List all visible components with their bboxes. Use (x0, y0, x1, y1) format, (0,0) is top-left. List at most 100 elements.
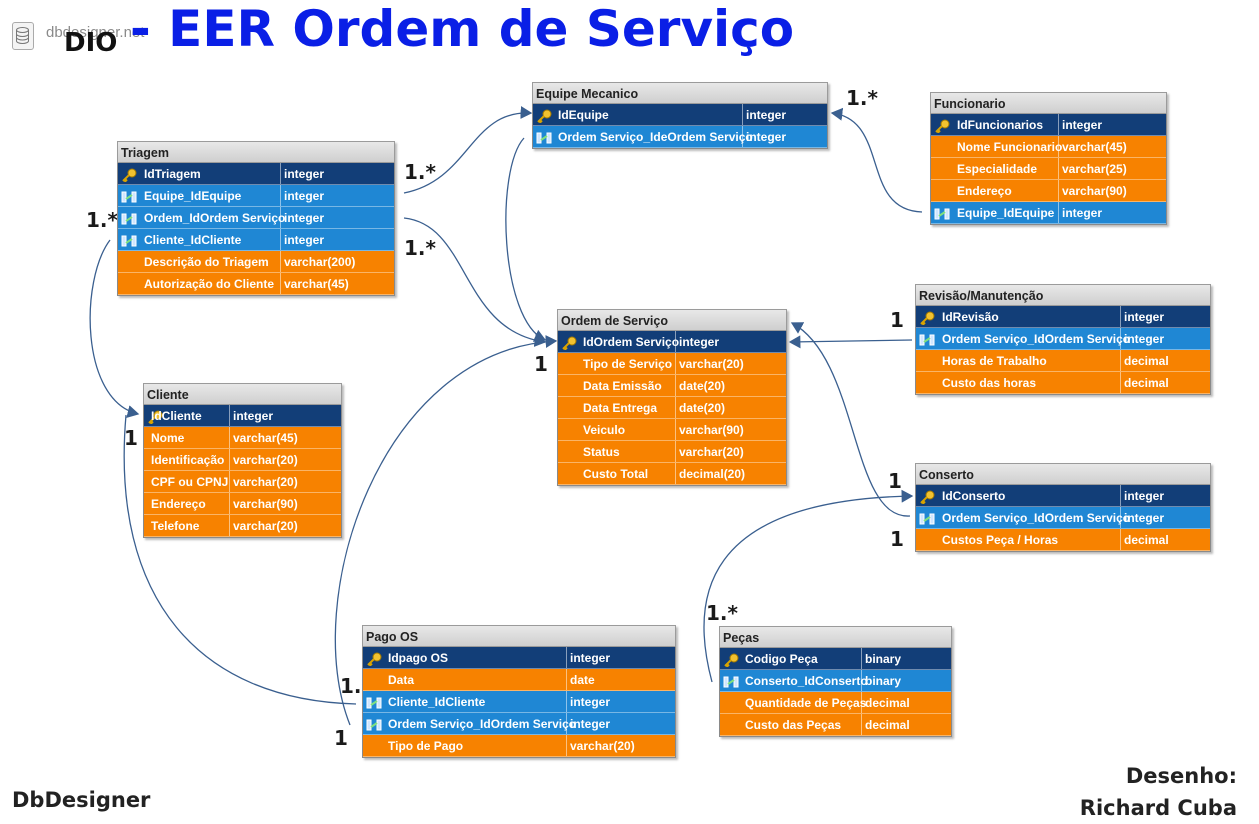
column-divider (280, 185, 281, 206)
column-name: Autorização do Cliente (144, 277, 275, 291)
foreign-key-icon (934, 206, 950, 220)
table-title: Cliente (143, 383, 342, 405)
column-name: Nome (151, 431, 185, 445)
column-type: integer (570, 695, 611, 709)
column-name: Data Entrega (583, 401, 658, 415)
column-name: Custo Total (583, 467, 649, 481)
column-divider (229, 515, 230, 536)
column-name: Custo das Peças (745, 718, 842, 732)
column-name: Especialidade (957, 162, 1038, 176)
column-divider (1120, 350, 1121, 371)
column-name: Nome Funcionario (957, 140, 1063, 154)
column-type: decimal (1124, 354, 1169, 368)
column-divider (1058, 202, 1059, 223)
column-type: date(20) (679, 379, 726, 393)
column-name: Tipo de Serviço (583, 357, 673, 371)
column-name: Ordem Serviço_IdOrdem Serviço (942, 332, 1131, 346)
attribute-row[interactable]: Custos Peça / Horas decimal (916, 529, 1210, 551)
column-name: Tipo de Pago (388, 739, 464, 753)
column-name: Custos Peça / Horas (942, 533, 1059, 547)
key-icon (919, 310, 935, 326)
foreign-key-row[interactable]: Cliente_IdCliente integer (363, 691, 675, 713)
attribute-row[interactable]: Data Entrega date(20) (558, 397, 786, 419)
column-divider (675, 397, 676, 418)
table-title: Triagem (117, 141, 395, 163)
column-divider (1120, 507, 1121, 528)
table-title: Equipe Mecanico (532, 82, 828, 104)
column-divider (1058, 136, 1059, 157)
column-divider (861, 692, 862, 713)
column-divider (566, 691, 567, 712)
database-icon (12, 22, 34, 50)
column-type: integer (284, 189, 325, 203)
column-type: decimal (1124, 533, 1169, 547)
column-type: varchar(200) (284, 255, 356, 269)
column-type: integer (570, 651, 611, 665)
column-name: Ordem Serviço_IdeOrdem Serviço (558, 130, 753, 144)
column-divider (861, 670, 862, 691)
rel-funcionario-equipe (830, 107, 923, 213)
column-name: Equipe_IdEquipe (144, 189, 242, 203)
column-type: date(20) (679, 401, 726, 415)
column-divider (1120, 529, 1121, 550)
cardinality-label: 1.* (404, 160, 436, 184)
column-name: Cliente_IdCliente (388, 695, 486, 709)
rel-equipe-ordem (505, 137, 547, 342)
key-icon (723, 652, 739, 668)
column-name: Conserto_IdConserto (745, 674, 868, 688)
column-type: integer (284, 211, 325, 225)
column-type: varchar(20) (233, 453, 298, 467)
column-name: IdEquipe (558, 108, 609, 122)
foreign-key-row[interactable]: Equipe_IdEquipe integer (118, 185, 394, 207)
